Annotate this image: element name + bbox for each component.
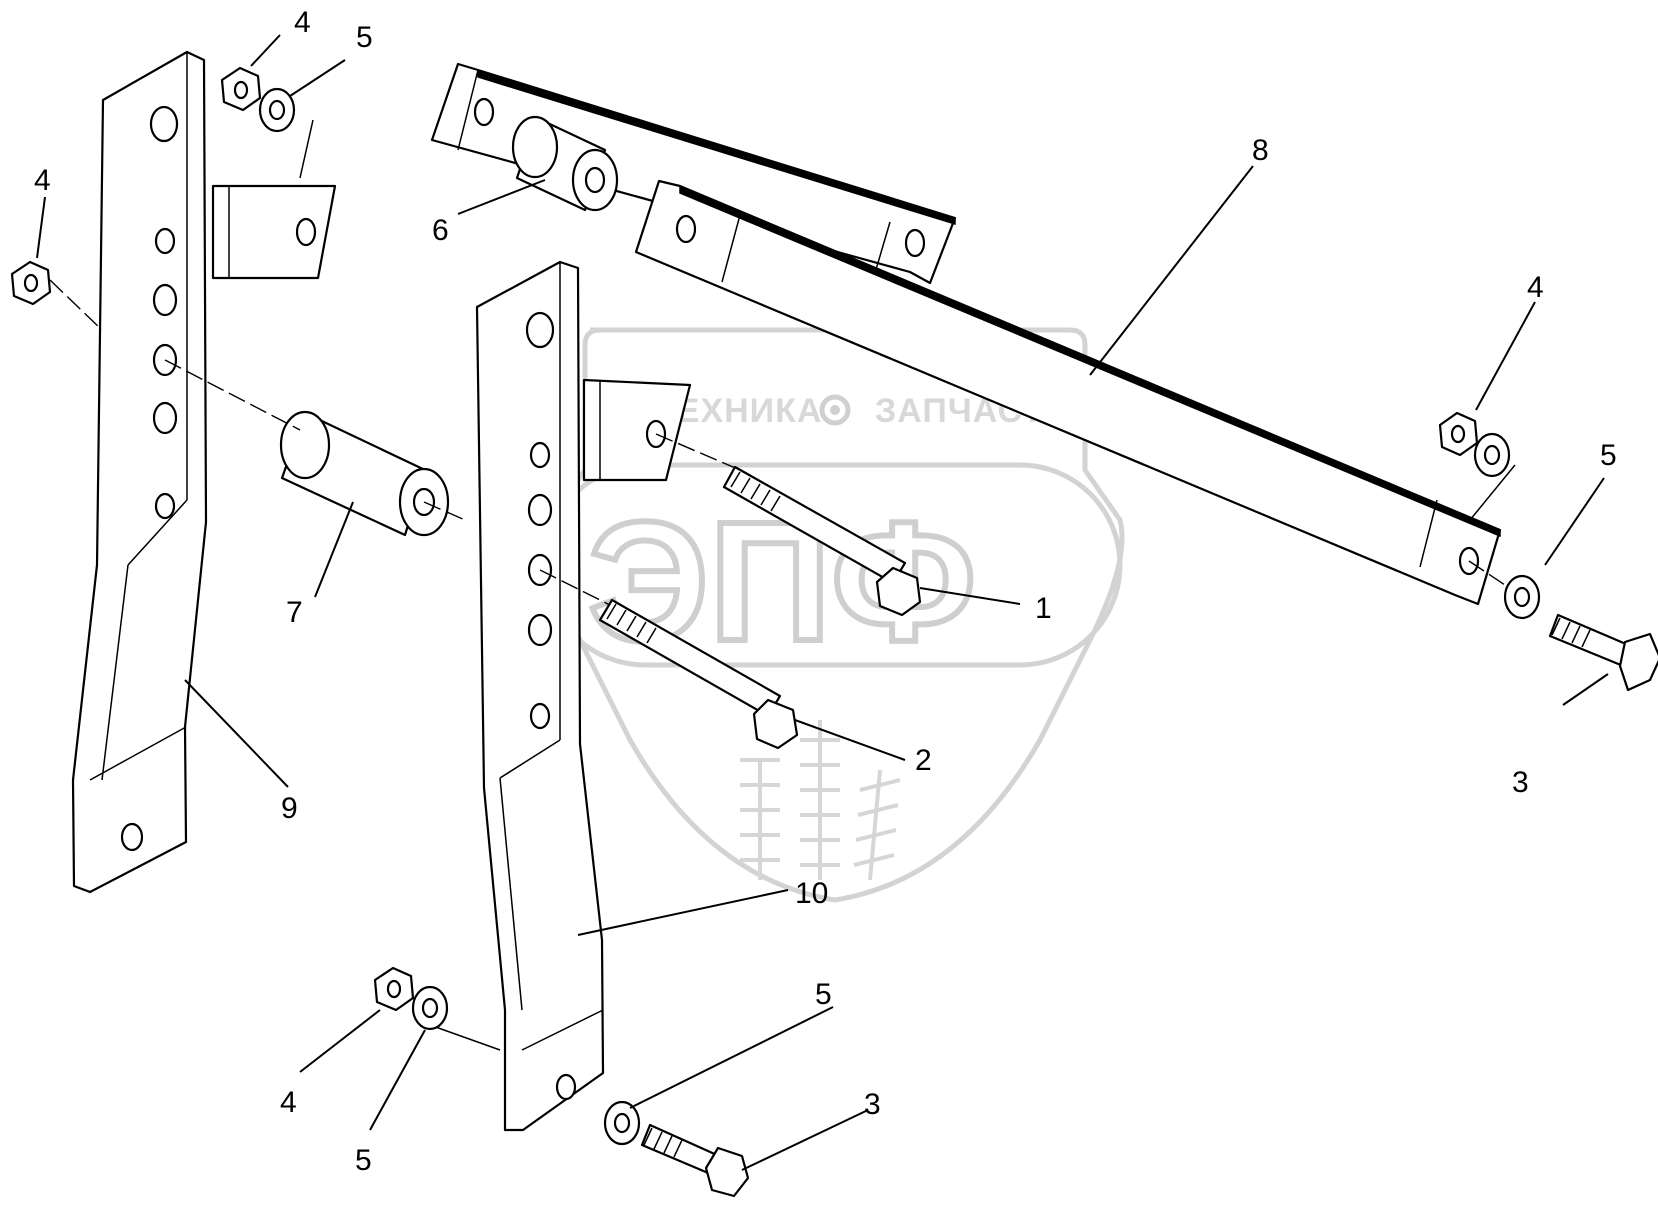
leader-lines bbox=[36, 34, 1609, 1171]
nut-part-4-right bbox=[1438, 411, 1479, 457]
washer-part-5-bottom-left bbox=[411, 985, 449, 1031]
callout-3-bottom: 3 bbox=[864, 1088, 881, 1121]
bolt-part-3-right bbox=[1548, 613, 1658, 692]
nut-part-4-left bbox=[10, 260, 52, 306]
bolt-part-2 bbox=[598, 598, 799, 750]
bar-part-10 bbox=[475, 260, 692, 1132]
callout-4-left: 4 bbox=[34, 164, 51, 197]
washer-part-5-bottom bbox=[603, 1100, 641, 1146]
callout-4-top: 4 bbox=[294, 6, 311, 39]
callout-5-top: 5 bbox=[356, 21, 373, 54]
callout-5-bottom-left: 5 bbox=[355, 1144, 372, 1177]
watermark-wheat-icon bbox=[740, 720, 901, 881]
callout-2: 2 bbox=[915, 744, 932, 777]
nut-part-4-bottom bbox=[373, 966, 415, 1012]
nut-part-4-top bbox=[220, 66, 262, 112]
callout-4-bottom: 4 bbox=[280, 1086, 297, 1119]
spacer-part-6 bbox=[511, 115, 619, 212]
callout-10: 10 bbox=[795, 877, 828, 910]
washer-part-5-top bbox=[258, 87, 296, 133]
callout-1: 1 bbox=[1035, 592, 1052, 625]
callout-5-right: 5 bbox=[1600, 439, 1617, 472]
bar-part-9 bbox=[71, 50, 337, 894]
callout-6: 6 bbox=[432, 214, 449, 247]
bar-part-8-front bbox=[634, 179, 1502, 606]
callout-3-right: 3 bbox=[1512, 766, 1529, 799]
callout-8: 8 bbox=[1252, 134, 1269, 167]
callout-labels: 4 5 4 6 8 4 5 7 1 2 3 9 10 5 4 5 3 bbox=[34, 6, 1617, 1177]
callout-7: 7 bbox=[286, 596, 303, 629]
bolt-part-1 bbox=[722, 465, 922, 617]
washer-part-5-right bbox=[1473, 432, 1511, 478]
callout-5-bottom: 5 bbox=[815, 978, 832, 1011]
callout-4-right: 4 bbox=[1527, 271, 1544, 304]
spacer-part-7 bbox=[279, 410, 450, 537]
assembly-lines bbox=[49, 119, 1516, 1051]
washer-part-5-far-right bbox=[1503, 574, 1541, 620]
bolt-part-3-bottom bbox=[640, 1123, 750, 1198]
callout-9: 9 bbox=[281, 792, 298, 825]
bar-part-8-back bbox=[430, 62, 957, 291]
gear-icon bbox=[819, 394, 851, 426]
